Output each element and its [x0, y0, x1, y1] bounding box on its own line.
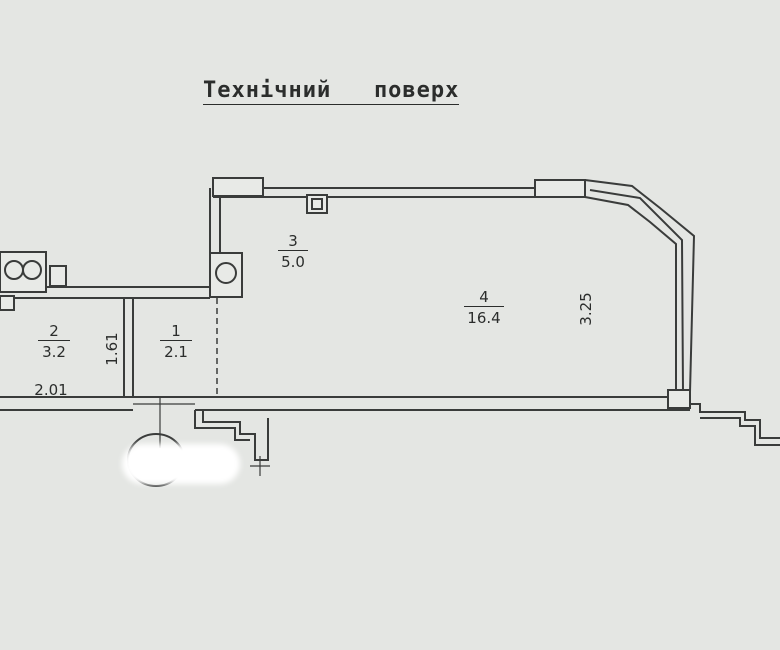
room-4-height-dimension: 3.25 [577, 292, 595, 326]
shaft-top [306, 194, 328, 214]
room-2-area: 3.2 [38, 340, 70, 361]
wall-top-left-block [212, 177, 264, 197]
shaft-mid [209, 252, 243, 298]
room-2-label: 2 3.2 [38, 322, 70, 361]
wall-top-right-block [534, 179, 586, 198]
blurred-label [122, 444, 240, 484]
shaft-small-2 [0, 295, 15, 311]
bay-window [584, 179, 696, 393]
shaft-small-1 [49, 265, 67, 287]
entrance-tick [250, 456, 270, 476]
facade-steps [690, 403, 780, 446]
wall-partition [123, 298, 134, 398]
room-4-area: 16.4 [464, 306, 504, 327]
room-1-number: 1 [171, 322, 181, 340]
room-2-width-dimension: 2.01 [34, 381, 68, 399]
door-opening [133, 401, 195, 412]
room-3-area: 5.0 [278, 250, 308, 271]
room-4-number: 4 [479, 288, 489, 306]
room-3-label: 3 5.0 [278, 232, 308, 271]
room-2-height-dimension: 1.61 [103, 332, 121, 366]
shaft-circle-2 [22, 260, 42, 280]
shaft-circle-3 [215, 262, 237, 284]
wall-bottom-right-block [667, 389, 691, 409]
wall-top [212, 178, 585, 198]
room-2-number: 2 [49, 322, 59, 340]
room-1-label: 1 2.1 [160, 322, 192, 361]
wall-bottom [0, 396, 690, 411]
room-3-number: 3 [288, 232, 298, 250]
room-1-area: 2.1 [160, 340, 192, 361]
shaft-top-inner [311, 198, 323, 210]
page-title: Технічний поверх [203, 78, 460, 105]
room-4-label: 4 16.4 [464, 288, 504, 327]
entrance-steps [194, 410, 269, 461]
